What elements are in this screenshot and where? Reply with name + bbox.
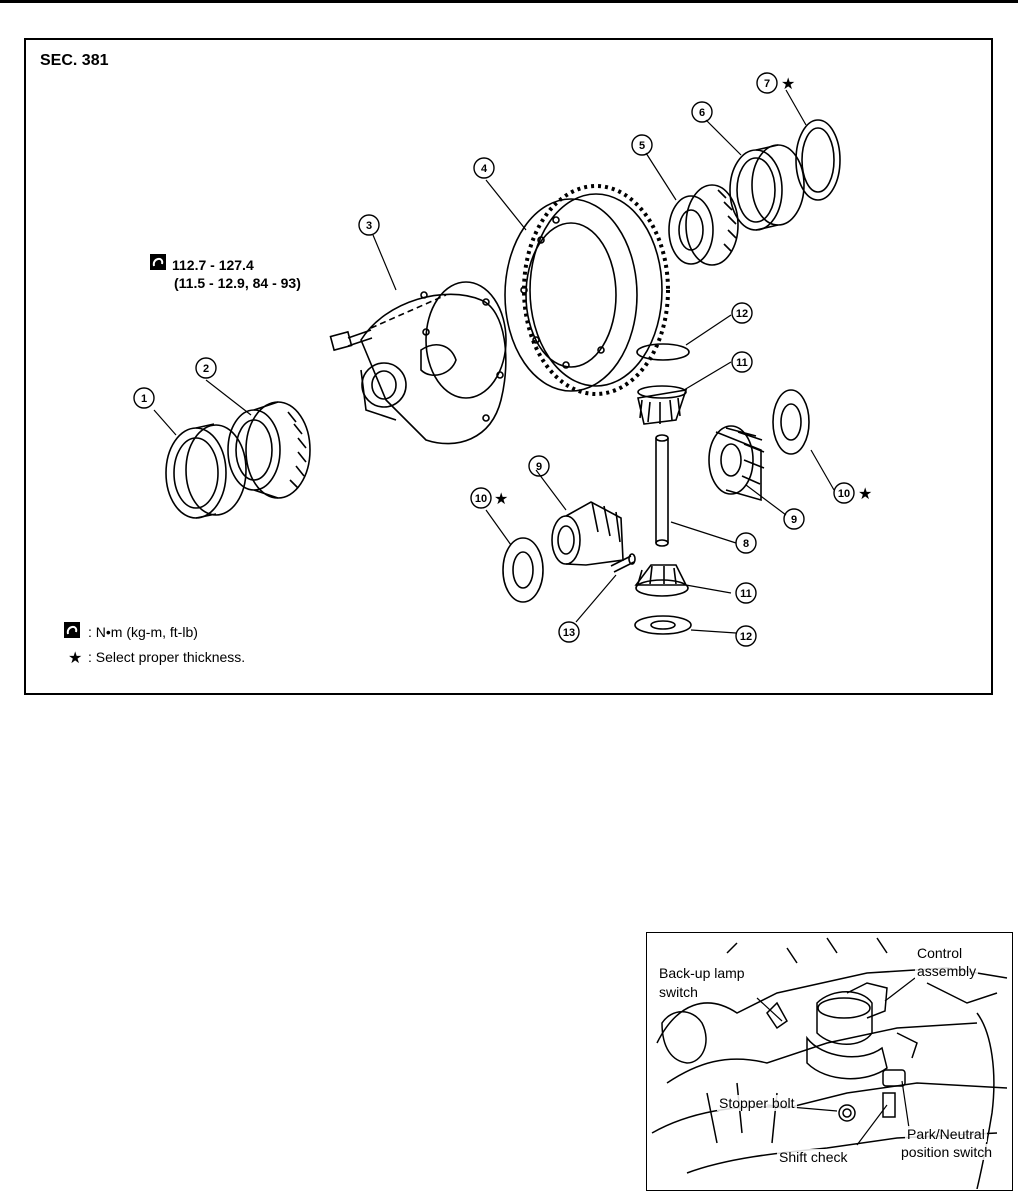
header-rule [0, 0, 1018, 3]
photo-leaders [756, 977, 916, 1146]
label-park-neutral-1: Park/Neutral [905, 1126, 987, 1142]
callout-11b: 11 [740, 588, 752, 600]
callout-10a: 10 [838, 488, 850, 500]
callout-6: 6 [699, 107, 705, 119]
star-icon: ★ [494, 489, 508, 508]
select-thickness-stars: ★ ★ ★ ★ [68, 74, 872, 667]
callout-4: 4 [481, 163, 488, 175]
label-park-neutral-2: position switch [899, 1144, 995, 1160]
control-assembly-photo: Control assembly Back-up lamp switch Sto… [646, 932, 1013, 1191]
section-number: SEC. 381 [40, 52, 109, 69]
legend-torque-units: : N•m (kg-m, ft-lb) [62, 624, 198, 640]
legend-star-note: : Select proper thickness. [62, 649, 245, 665]
label-stopper-bolt: Stopper bolt [717, 1095, 797, 1111]
torque-value-alt: (11.5 - 12.9, 84 - 93) [174, 275, 301, 291]
callout-2: 2 [203, 363, 209, 375]
lock-pin-part [610, 553, 636, 573]
callout-5: 5 [639, 140, 645, 152]
torque-wrench-icon [64, 622, 80, 638]
callout-leaders [153, 89, 835, 634]
label-backup-lamp-2: switch [657, 984, 700, 1000]
side-gear-part [551, 425, 765, 566]
diagram-artwork: 1 2 3 4 5 6 7 12 11 10 9 9 10 8 11 12 13… [64, 72, 872, 667]
star-icon: ★ [781, 74, 795, 93]
differential-case-part [360, 281, 507, 445]
torque-wrench-icon [150, 254, 166, 270]
label-control-assembly-2: assembly [915, 963, 979, 979]
callout-12a: 12 [736, 308, 748, 320]
legend-torque-text: : N•m (kg-m, ft-lb) [88, 624, 198, 640]
bearing-outer-race-part [729, 144, 805, 231]
callout-9b: 9 [536, 461, 542, 473]
callout-8: 8 [743, 538, 749, 550]
callout-7: 7 [764, 78, 770, 90]
star-icon: ★ [858, 484, 872, 503]
callout-10b: 10 [475, 493, 487, 505]
side-gear-thrust-washer-part [502, 389, 810, 603]
final-drive-gear-part [504, 184, 670, 396]
legend-star-text: : Select proper thickness. [88, 649, 246, 665]
ring-gear-bolt-part [329, 294, 447, 352]
star-icon: ★ [68, 648, 82, 667]
label-backup-lamp-1: Back-up lamp [657, 965, 747, 981]
callout-11a: 11 [736, 357, 748, 369]
adjusting-shim-part [795, 119, 841, 201]
side-bearing-part [668, 184, 739, 266]
callout-numbers: 1 2 3 4 5 6 7 12 11 10 9 9 10 8 11 12 13 [141, 78, 850, 643]
label-shift-check: Shift check [777, 1149, 850, 1165]
thrust-washer-part [634, 343, 692, 635]
callout-markers [133, 72, 855, 647]
exploded-view-diagram: 1 2 3 4 5 6 7 12 11 10 9 9 10 8 11 12 13… [24, 38, 993, 695]
pinion-mate-shaft-part [655, 434, 669, 547]
callout-9a: 9 [791, 514, 797, 526]
callout-3: 3 [366, 220, 372, 232]
callout-13: 13 [563, 627, 575, 639]
tapered-bearing-part [227, 401, 311, 499]
bearing-race-part [165, 423, 247, 519]
pinion-mate-gear-part [634, 385, 689, 597]
torque-spec: 112.7 - 127.4 (11.5 - 12.9, 84 - 93) [150, 256, 301, 292]
callout-12b: 12 [740, 631, 752, 643]
callout-1: 1 [141, 393, 147, 405]
torque-value-nm: 112.7 - 127.4 [172, 257, 254, 273]
label-control-assembly-1: Control [915, 945, 965, 961]
